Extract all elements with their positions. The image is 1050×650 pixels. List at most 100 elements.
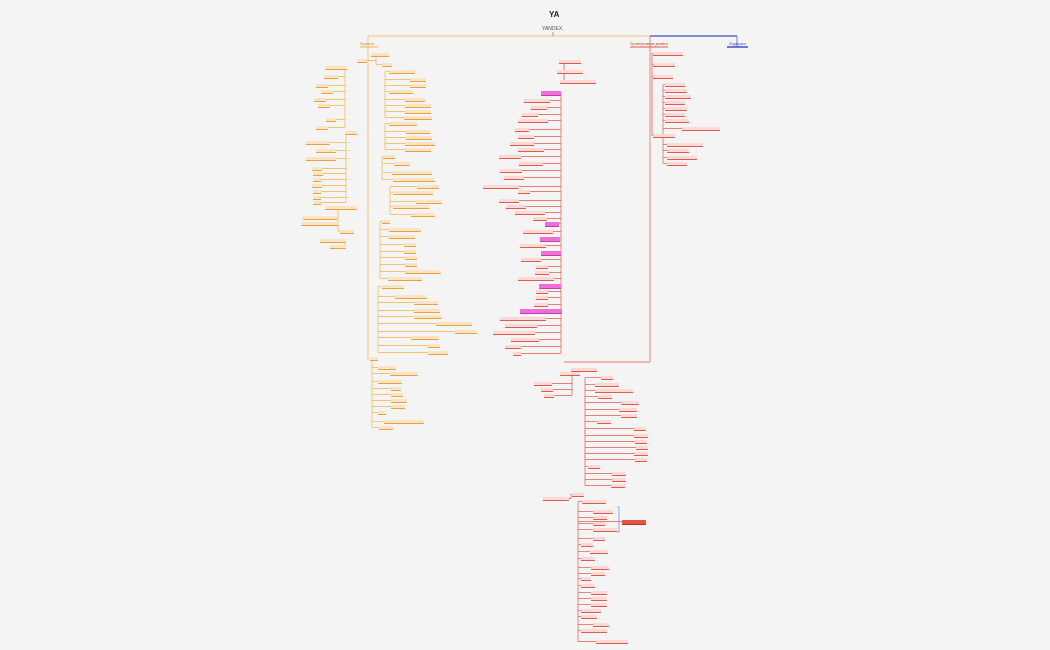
mindmap-node[interactable] bbox=[665, 119, 689, 123]
mindmap-node[interactable] bbox=[591, 566, 609, 570]
mindmap-node[interactable] bbox=[571, 368, 597, 372]
mindmap-node[interactable] bbox=[634, 427, 646, 431]
mindmap-node[interactable] bbox=[405, 110, 431, 114]
mindmap-node[interactable] bbox=[636, 446, 648, 450]
mindmap-node[interactable] bbox=[483, 185, 519, 189]
mindmap-node[interactable] bbox=[325, 66, 347, 70]
mindmap-node[interactable] bbox=[411, 213, 435, 217]
mindmap-node[interactable] bbox=[371, 53, 389, 57]
mindmap-node[interactable] bbox=[593, 537, 605, 541]
mindmap-node[interactable] bbox=[428, 344, 440, 348]
mindmap-node[interactable] bbox=[534, 303, 548, 307]
mindmap-node[interactable] bbox=[619, 408, 637, 412]
mindmap-node[interactable] bbox=[519, 162, 543, 166]
mindmap-node[interactable] bbox=[406, 130, 430, 134]
mindmap-node[interactable] bbox=[540, 237, 560, 242]
mindmap-node[interactable] bbox=[325, 206, 357, 210]
mindmap-node[interactable] bbox=[611, 484, 625, 488]
mindmap-node[interactable] bbox=[378, 411, 386, 415]
mindmap-node[interactable] bbox=[378, 380, 402, 384]
mindmap-node[interactable] bbox=[312, 167, 322, 171]
mindmap-node[interactable] bbox=[521, 258, 541, 262]
mindmap-node[interactable] bbox=[313, 201, 321, 205]
mindmap-node[interactable] bbox=[345, 131, 357, 135]
mindmap-node[interactable] bbox=[667, 156, 697, 160]
mindmap-node[interactable] bbox=[665, 101, 685, 105]
mindmap-node[interactable] bbox=[405, 142, 435, 146]
mindmap-node[interactable] bbox=[653, 134, 675, 138]
mindmap-node[interactable] bbox=[394, 162, 410, 166]
mindmap-node[interactable] bbox=[531, 106, 547, 110]
mindmap-node[interactable] bbox=[405, 270, 441, 274]
mindmap-node[interactable] bbox=[306, 141, 330, 145]
mindmap-node[interactable] bbox=[499, 155, 521, 159]
mindmap-node[interactable] bbox=[543, 497, 569, 501]
mindmap-node[interactable] bbox=[665, 89, 687, 93]
mindmap-node[interactable] bbox=[559, 60, 581, 64]
mindmap-node[interactable] bbox=[653, 75, 673, 79]
mindmap-node[interactable] bbox=[612, 472, 626, 476]
mindmap-node[interactable] bbox=[313, 172, 323, 176]
mindmap-node[interactable] bbox=[581, 557, 595, 561]
mindmap-node[interactable] bbox=[635, 440, 647, 444]
mindmap-node[interactable] bbox=[303, 216, 337, 220]
mindmap-node[interactable] bbox=[515, 128, 529, 132]
mindmap-node[interactable] bbox=[557, 70, 583, 74]
mindmap-node[interactable] bbox=[612, 478, 626, 482]
mindmap-root-title[interactable]: YANDEX. bbox=[542, 26, 564, 32]
mindmap-node[interactable] bbox=[357, 59, 367, 63]
mindmap-node[interactable] bbox=[560, 80, 596, 84]
mindmap-node[interactable] bbox=[389, 90, 413, 94]
mindmap-node[interactable] bbox=[591, 597, 607, 601]
branch-label-design[interactable]: Проектирование дизайна bbox=[630, 42, 668, 46]
mindmap-node[interactable] bbox=[404, 250, 416, 254]
mindmap-node[interactable] bbox=[667, 149, 689, 153]
branch-label-products[interactable]: Продукты bbox=[360, 42, 375, 46]
mindmap-node[interactable] bbox=[316, 84, 328, 88]
mindmap-node[interactable] bbox=[515, 211, 545, 215]
mindmap-node[interactable] bbox=[591, 591, 607, 595]
mindmap-node[interactable] bbox=[524, 99, 550, 103]
mindmap-node[interactable] bbox=[518, 277, 554, 281]
mindmap-node[interactable] bbox=[621, 414, 637, 418]
mindmap-node[interactable] bbox=[313, 190, 321, 194]
mindmap-node[interactable] bbox=[312, 184, 322, 188]
mindmap-node[interactable] bbox=[601, 376, 613, 380]
mindmap-node[interactable] bbox=[411, 336, 439, 340]
mindmap-node[interactable] bbox=[518, 148, 544, 152]
mindmap-node[interactable] bbox=[595, 383, 619, 387]
mindmap-node[interactable] bbox=[316, 126, 328, 130]
mindmap-node[interactable] bbox=[390, 372, 418, 376]
mindmap-node[interactable] bbox=[340, 230, 354, 234]
mindmap-node[interactable] bbox=[391, 387, 401, 391]
mindmap-node[interactable] bbox=[382, 63, 392, 67]
mindmap-node[interactable] bbox=[536, 290, 548, 294]
mindmap-node[interactable] bbox=[306, 157, 336, 161]
mindmap-node[interactable] bbox=[665, 107, 687, 111]
mindmap-node[interactable] bbox=[330, 245, 346, 249]
mindmap-node[interactable] bbox=[395, 295, 427, 299]
mindmap-node[interactable] bbox=[414, 315, 442, 319]
mindmap-node[interactable] bbox=[410, 78, 426, 82]
mindmap-node[interactable] bbox=[536, 265, 548, 269]
mindmap-node[interactable] bbox=[520, 244, 546, 248]
mindmap-node[interactable] bbox=[405, 256, 417, 260]
mindmap-node[interactable] bbox=[506, 205, 526, 209]
mindmap-node[interactable] bbox=[581, 629, 607, 633]
mindmap-node[interactable] bbox=[581, 615, 597, 619]
mindmap-node[interactable] bbox=[560, 372, 580, 376]
mindmap-node[interactable] bbox=[595, 389, 633, 393]
mindmap-node[interactable] bbox=[410, 84, 426, 88]
mindmap-node[interactable] bbox=[590, 550, 608, 554]
mindmap-node[interactable] bbox=[581, 584, 595, 588]
mindmap-node[interactable] bbox=[324, 75, 338, 79]
mindmap-node[interactable] bbox=[314, 98, 326, 102]
mindmap-node[interactable] bbox=[634, 434, 648, 438]
mindmap-node[interactable] bbox=[414, 309, 440, 313]
mindmap-node[interactable] bbox=[582, 500, 606, 504]
mindmap-node[interactable] bbox=[635, 458, 647, 462]
mindmap-node[interactable] bbox=[505, 345, 521, 349]
mindmap-node[interactable] bbox=[393, 178, 435, 182]
mindmap-node[interactable] bbox=[621, 401, 639, 405]
mindmap-node[interactable] bbox=[391, 393, 403, 397]
